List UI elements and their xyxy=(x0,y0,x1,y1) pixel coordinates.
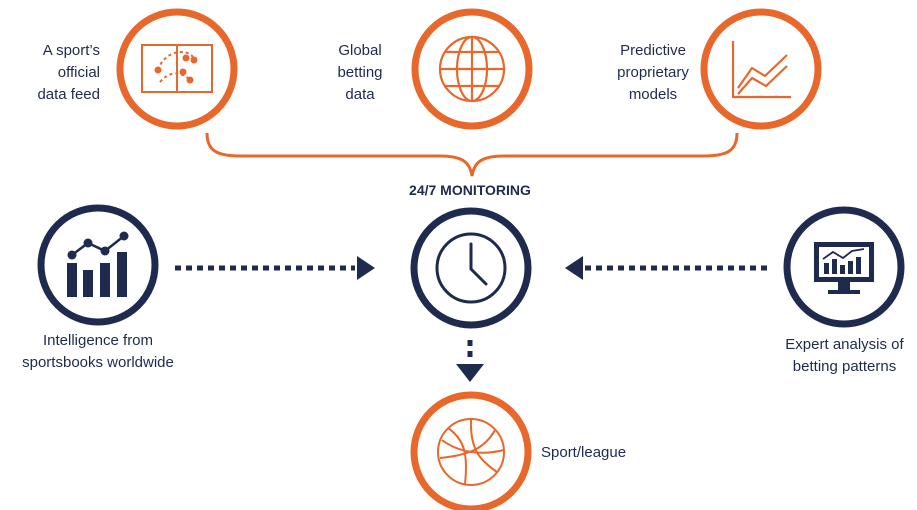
official-feed-label: A sport’s official data feed xyxy=(0,40,100,106)
global-betting-node xyxy=(411,8,533,130)
tactics-board-icon xyxy=(141,44,213,93)
left-arrow xyxy=(175,256,375,280)
predictive-models-label: Predictive proprietary models xyxy=(603,40,703,106)
sport-league-label: Sport/league xyxy=(541,444,627,461)
intelligence-label: Intelligence from sportsbooks worldwide xyxy=(0,330,196,374)
volleyball-icon xyxy=(437,418,505,486)
expert-analysis-label: Expert analysis of betting patterns xyxy=(772,334,917,378)
global-betting-line3: data xyxy=(345,86,375,103)
predictive-models-line1: Predictive xyxy=(620,42,686,59)
predictive-models-node xyxy=(700,8,822,130)
official-feed-node xyxy=(116,8,238,130)
expert-analysis-node xyxy=(783,206,905,328)
official-feed-line1: A sport’s xyxy=(42,42,100,59)
sport-league-node xyxy=(410,391,532,510)
line-chart-icon xyxy=(731,41,791,99)
official-feed-line2: official xyxy=(57,64,100,81)
merge-brace xyxy=(205,132,739,177)
globe-icon xyxy=(438,35,506,103)
right-arrow xyxy=(565,256,767,280)
expert-analysis-line1: Expert analysis of xyxy=(785,336,904,353)
down-arrow xyxy=(456,340,484,382)
bar-line-chart-icon xyxy=(67,231,129,297)
monitoring-title: 24/7 MONITORING xyxy=(409,182,531,198)
global-betting-label: Global betting data xyxy=(322,40,398,106)
expert-analysis-line2: betting patterns xyxy=(792,358,897,375)
global-betting-line1: Global xyxy=(338,42,382,59)
intelligence-line2: sportsbooks worldwide xyxy=(22,354,174,371)
monitoring-node xyxy=(410,207,532,329)
intelligence-node xyxy=(37,204,159,326)
predictive-models-line3: models xyxy=(628,86,678,103)
monitor-chart-icon xyxy=(814,242,874,294)
clock-icon xyxy=(435,232,507,304)
global-betting-line2: betting xyxy=(337,64,383,81)
predictive-models-line2: proprietary xyxy=(617,64,689,81)
official-feed-line3: data feed xyxy=(37,86,100,103)
intelligence-line1: Intelligence from xyxy=(42,332,154,349)
